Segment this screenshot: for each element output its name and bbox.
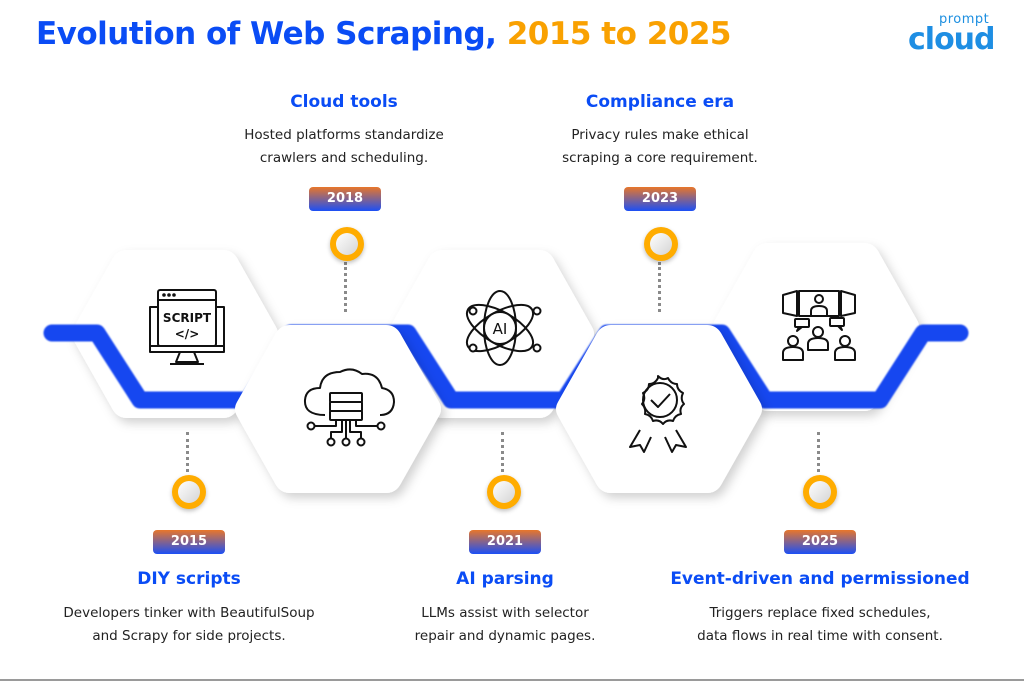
description-line: Hosted platforms standardize <box>244 127 444 143</box>
page-title: Evolution of Web Scraping, 2015 to 2025 <box>36 16 731 52</box>
milestone-heading-2025: Event-driven and permissioned <box>670 569 970 589</box>
description-line: scraping a core requirement. <box>562 150 758 166</box>
milestone-dot-2021 <box>487 475 521 509</box>
connector-2025 <box>817 432 823 472</box>
connector-2015 <box>186 432 192 472</box>
milestone-dot-2025 <box>803 475 837 509</box>
logo-top-text: prompt <box>939 12 990 27</box>
description-line: data flows in real time with consent. <box>697 628 943 644</box>
script-monitor-icon <box>149 289 225 365</box>
milestone-dot-2015 <box>172 475 206 509</box>
title-range: 2015 to 2025 <box>506 16 732 52</box>
description-line: and Scrapy for side projects. <box>92 628 286 644</box>
award-badge-check-icon <box>629 375 687 453</box>
milestone-description-2015: Developers tinker with BeautifulSoup and… <box>63 602 314 648</box>
connector-2018 <box>344 262 350 312</box>
promptcloud-logo: prompt cloud <box>905 12 1005 62</box>
description-line: Triggers replace fixed schedules, <box>709 605 931 621</box>
description-line: repair and dynamic pages. <box>414 628 596 644</box>
timeline-ribbon <box>43 324 969 409</box>
description-line: Developers tinker with BeautifulSoup <box>63 605 315 621</box>
milestone-heading-2015: DIY scripts <box>137 569 241 589</box>
year-badge-2021: 2021 <box>469 530 541 554</box>
bottom-divider <box>0 679 1024 681</box>
script-icon-text: SCRIPT <box>163 311 212 325</box>
logo-bottom-text: cloud <box>908 22 996 57</box>
milestone-heading-2018: Cloud tools <box>290 92 398 112</box>
description-line: Privacy rules make ethical <box>571 127 749 143</box>
year-badge-2023: 2023 <box>624 187 696 211</box>
milestone-description-2018: Hosted platforms standardize crawlers an… <box>244 124 444 170</box>
milestone-description-2025: Triggers replace fixed schedules, data f… <box>697 602 943 648</box>
hexagon-2018 <box>235 325 441 493</box>
milestone-dot-2023 <box>644 227 678 261</box>
cloud-server-icon <box>303 368 395 447</box>
description-line: crawlers and scheduling. <box>259 150 429 166</box>
year-badge-2015: 2015 <box>153 530 225 554</box>
ai-atom-icon <box>465 290 542 366</box>
milestone-description-2023: Privacy rules make ethical scraping a co… <box>562 124 758 170</box>
milestone-dot-2018 <box>330 227 364 261</box>
title-main: Evolution of Web Scraping, <box>36 16 497 52</box>
milestone-heading-2021: AI parsing <box>456 569 554 589</box>
connector-2021 <box>501 432 507 472</box>
milestone-description-2021: LLMs assist with selector repair and dyn… <box>415 602 596 648</box>
year-badge-2025: 2025 <box>784 530 856 554</box>
description-line: LLMs assist with selector <box>421 605 589 621</box>
ai-icon-text: AI <box>493 320 508 338</box>
connector-2023 <box>658 262 664 312</box>
script-icon-code: </> <box>175 327 200 341</box>
year-badge-2018: 2018 <box>309 187 381 211</box>
video-meeting-people-icon <box>782 290 856 361</box>
milestone-heading-2023: Compliance era <box>585 92 735 112</box>
